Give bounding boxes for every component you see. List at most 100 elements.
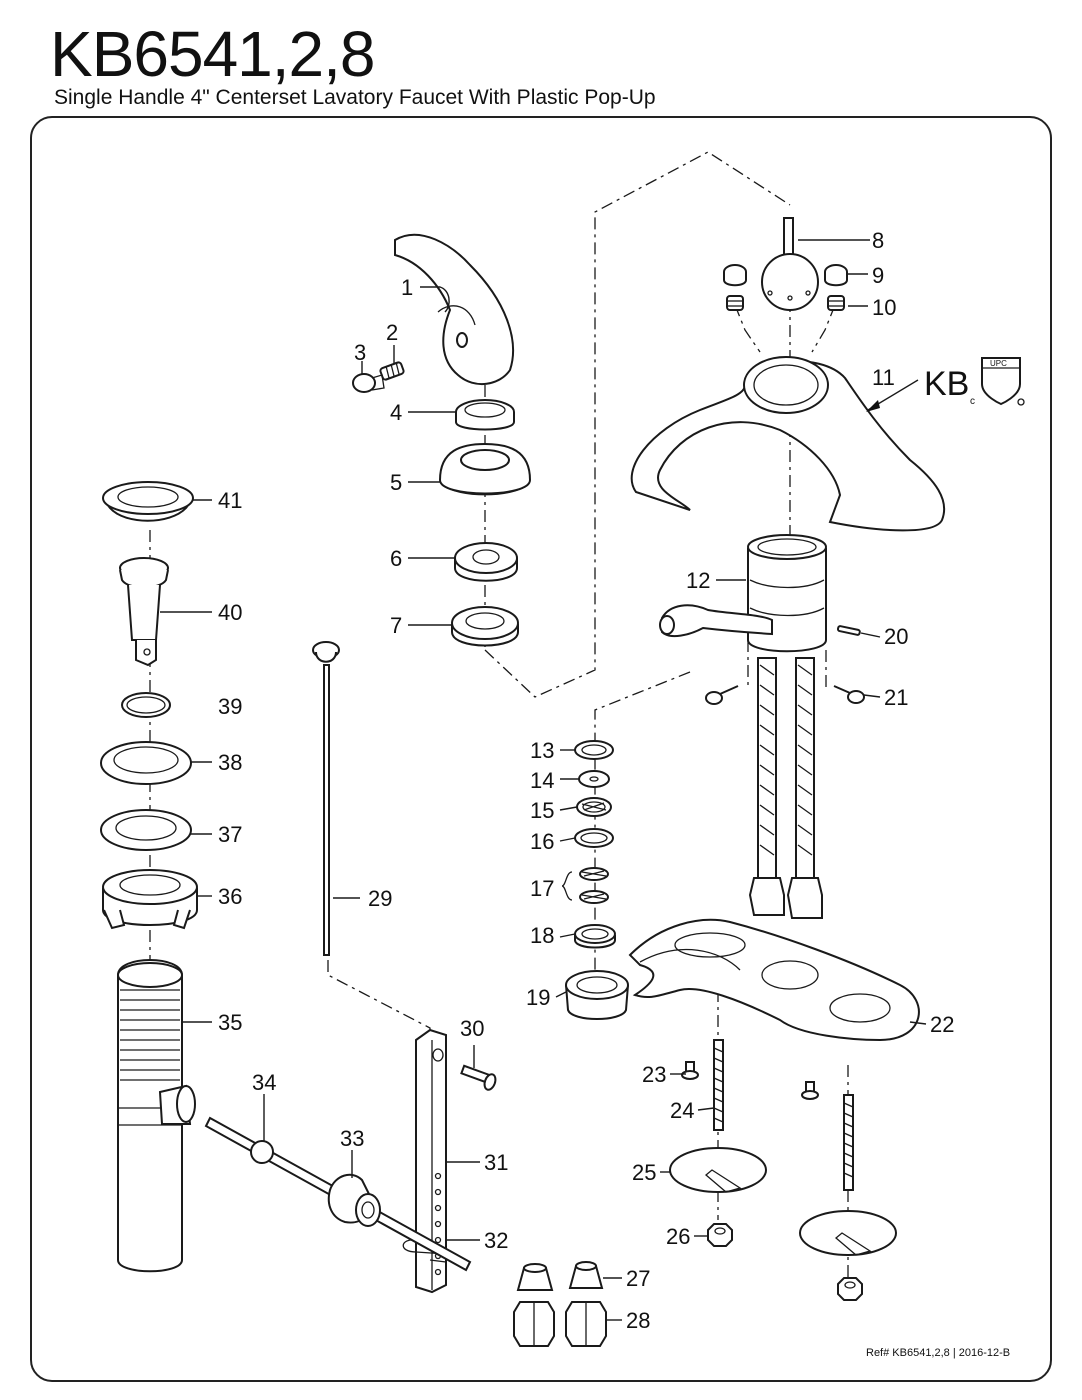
handle-lever — [394, 233, 514, 386]
kb-mark: KB — [924, 365, 969, 403]
part-label-13: 13 — [530, 738, 554, 763]
aerator-gasket — [574, 740, 614, 760]
aerator-washer — [578, 770, 610, 788]
arrow-icon — [866, 400, 880, 412]
kb-mark-sub: c — [970, 396, 975, 407]
part-label-40: 40 — [218, 600, 242, 625]
aerator-cap — [565, 970, 629, 1020]
upc-shield-icon — [981, 357, 1021, 406]
compression-nut-right — [565, 1301, 607, 1347]
threaded-stud-right — [843, 1094, 854, 1191]
faucet-body — [630, 356, 946, 532]
supply-hose-left — [748, 657, 785, 916]
certification-mark: KB c UPC — [866, 357, 1025, 412]
part-label-38: 38 — [218, 750, 242, 775]
diagram-frame — [30, 116, 1052, 1382]
part-label-35: 35 — [218, 1010, 242, 1035]
part-label-5: 5 — [390, 470, 402, 495]
part-label-22: 22 — [930, 1012, 954, 1037]
flange-washer — [100, 741, 192, 785]
o-ring — [121, 692, 171, 718]
set-screw — [379, 361, 405, 381]
page-subtitle: Single Handle 4" Centerset Lavatory Fauc… — [54, 86, 656, 109]
part-label-6: 6 — [390, 546, 402, 571]
supply-hose-right — [786, 657, 823, 919]
part-label-37: 37 — [218, 822, 242, 847]
aerator-housing — [574, 924, 616, 949]
drain-body — [117, 959, 196, 1273]
part-label-15: 15 — [530, 798, 554, 823]
ball-cartridge — [761, 217, 819, 311]
part-label-20: 20 — [884, 624, 908, 649]
threaded-stud-left — [713, 1039, 724, 1131]
drain-flange — [102, 481, 194, 522]
deck-screw-left — [681, 1061, 699, 1080]
locking-pin — [836, 625, 861, 636]
part-label-34: 34 — [252, 1070, 276, 1095]
aerator-insert — [576, 797, 612, 817]
ferrule-right — [568, 1261, 604, 1289]
part-label-9: 9 — [872, 263, 884, 288]
mounting-screw-left — [705, 685, 739, 705]
part-label-10: 10 — [872, 295, 896, 320]
index-cap — [352, 373, 385, 393]
hex-nut-left — [707, 1223, 733, 1247]
leader-lines — [160, 239, 927, 1321]
part-labels: 1 2 3 4 5 6 7 8 9 10 11 12 13 14 15 16 1… — [218, 228, 954, 1333]
slotted-washer-right — [799, 1210, 897, 1256]
part-label-32: 32 — [484, 1228, 508, 1253]
part-label-3: 3 — [354, 340, 366, 365]
part-label-19: 19 — [526, 985, 550, 1010]
deck-screw-right — [801, 1081, 819, 1100]
deck-plate — [628, 918, 920, 1042]
drain-gasket — [100, 809, 192, 851]
part-label-16: 16 — [530, 829, 554, 854]
aerator-screens — [561, 867, 609, 904]
seat-left — [723, 264, 747, 287]
part-label-24: 24 — [670, 1098, 694, 1123]
spring-left — [726, 295, 744, 311]
part-label-18: 18 — [530, 923, 554, 948]
base-collar — [451, 606, 519, 647]
part-label-11: 11 — [872, 365, 895, 390]
part-label-27: 27 — [626, 1266, 650, 1291]
part-label-23: 23 — [642, 1062, 666, 1087]
hex-nut-right — [837, 1277, 863, 1301]
part-label-7: 7 — [390, 613, 402, 638]
mounting-screw-right — [833, 685, 865, 704]
compression-nut-left — [513, 1301, 555, 1347]
part-label-30: 30 — [460, 1016, 484, 1041]
clevis-strap — [415, 1028, 447, 1294]
part-label-25: 25 — [632, 1160, 656, 1185]
reference-number: Ref# KB6541,2,8 | 2016-12-B — [866, 1347, 1011, 1359]
part-label-36: 36 — [218, 884, 242, 909]
lift-rod — [312, 641, 340, 956]
spring-right — [827, 295, 845, 311]
bonnet-nut — [454, 542, 518, 582]
pivot-nut — [327, 1173, 381, 1227]
ferrule-left — [516, 1263, 554, 1291]
seat-right — [824, 264, 848, 287]
part-label-33: 33 — [340, 1126, 364, 1151]
page-title: KB6541,2,8 — [50, 18, 375, 90]
aerator-ring — [574, 828, 614, 848]
part-label-1: 1 — [401, 275, 413, 300]
spout-body — [659, 534, 827, 653]
part-label-39: 39 — [218, 694, 242, 719]
upc-text: UPC — [990, 359, 1007, 368]
part-label-8: 8 — [872, 228, 884, 253]
part-label-31: 31 — [484, 1150, 508, 1175]
part-label-2: 2 — [386, 320, 398, 345]
part-label-29: 29 — [368, 886, 392, 911]
dome-cap — [438, 442, 532, 496]
slotted-washer-left — [669, 1147, 767, 1193]
clevis-screw — [460, 1064, 497, 1091]
part-label-17: 17 — [530, 876, 554, 901]
part-label-41: 41 — [218, 488, 242, 513]
registered-icon — [1017, 398, 1025, 406]
pop-up-stopper — [119, 557, 169, 667]
part-label-14: 14 — [530, 768, 554, 793]
part-label-21: 21 — [884, 685, 908, 710]
retaining-ring — [455, 399, 515, 431]
